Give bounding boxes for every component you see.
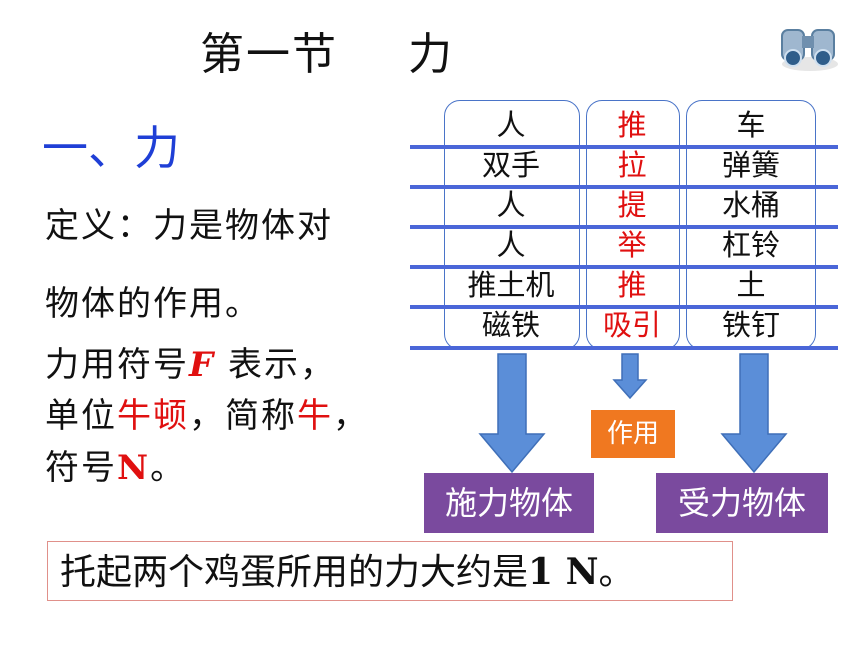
unit-line: 单位牛顿，简称牛，: [45, 396, 369, 436]
row-divider: [410, 305, 838, 309]
unit-sign: N: [117, 448, 151, 488]
row-divider: [410, 225, 838, 229]
receiver-cell: 水桶: [721, 188, 780, 222]
down-arrow-icon: [720, 353, 788, 474]
action-cell: 举: [617, 228, 647, 262]
action-cell: 推: [617, 108, 647, 142]
page-title: 第一节 力: [200, 18, 454, 82]
action-label-box: 作用: [591, 410, 675, 458]
row-divider: [410, 265, 838, 269]
actor-cell: 人: [496, 188, 526, 222]
receiver-label-box: 受力物体: [656, 473, 828, 533]
action-cell: 吸引: [602, 308, 661, 342]
title-part1: 第一节: [200, 29, 338, 80]
actor-cell: 磁铁: [481, 308, 540, 342]
down-arrow-icon: [478, 353, 546, 474]
note-value: 1 N: [528, 551, 599, 593]
binoculars-icon: [781, 29, 838, 71]
action-cell: 提: [617, 188, 647, 222]
receiver-cell: 铁钉: [721, 308, 780, 342]
down-arrow-icon: [612, 353, 648, 400]
actor-cell: 人: [496, 228, 526, 262]
receiver-cell: 土: [736, 268, 766, 302]
row-divider: [410, 185, 838, 189]
symbol-line: 力用符号F 表示，: [45, 345, 336, 385]
title-part2: 力: [408, 29, 454, 80]
action-cell: 拉: [617, 148, 647, 182]
sign-line: 符号N。: [45, 448, 187, 488]
actor-cell: 双手: [481, 148, 540, 182]
force-symbol: F: [189, 345, 216, 385]
unit-name: 牛顿: [117, 396, 189, 436]
receiver-cell: 杠铃: [721, 228, 780, 262]
receiver-cell: 弹簧: [721, 148, 780, 182]
actor-cell: 人: [496, 108, 526, 142]
definition-line1: 定义：力是物体对: [45, 206, 333, 246]
receiver-cell: 车: [736, 108, 766, 142]
actor-label-box: 施力物体: [424, 473, 594, 533]
unit-short: 牛: [297, 396, 333, 436]
row-divider: [410, 346, 838, 350]
actor-cell: 推土机: [467, 268, 555, 302]
definition-line2: 物体的作用。: [45, 284, 261, 324]
note-box: 托起两个鸡蛋所用的力大约是1 N。: [47, 541, 733, 601]
section-heading: 一、力: [42, 121, 180, 175]
row-divider: [410, 145, 838, 149]
action-cell: 推: [617, 268, 647, 302]
